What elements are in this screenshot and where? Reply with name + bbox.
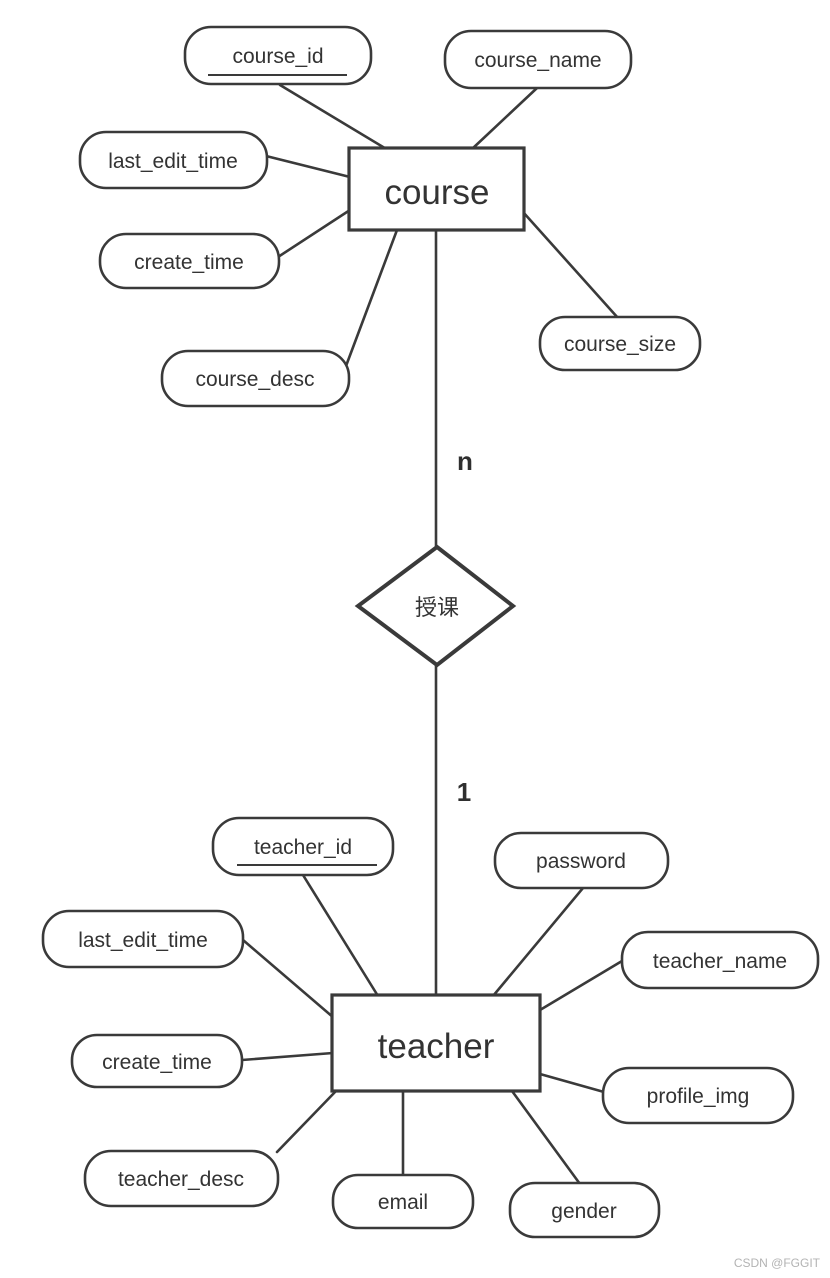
csdn-watermark: CSDN @FGGIT	[734, 1256, 821, 1270]
edge-create-time-teacher	[240, 1051, 335, 1062]
attribute-teacher-create-time-pill	[70, 1033, 244, 1089]
attribute-teacher-create-time-label: create_time	[102, 1051, 212, 1074]
attribute-password-label: password	[536, 850, 626, 873]
attribute-teacher-id-label: teacher_id	[254, 836, 352, 859]
attribute-course-size-pill	[538, 315, 702, 372]
edge-course-desc-course	[344, 228, 399, 368]
edge-teacher-teacher-desc	[275, 1089, 338, 1154]
attribute-course-last-edit-time-pill	[78, 130, 269, 190]
edge-last-edit-time-course	[264, 154, 352, 179]
cardinality-n-label: n	[457, 446, 473, 476]
attribute-course-size-label: course_size	[564, 333, 676, 356]
attribute-course-id-label: course_id	[232, 45, 323, 68]
attribute-teacher-desc-label: teacher_desc	[118, 1168, 244, 1191]
entity-teacher-box	[330, 993, 542, 1093]
attribute-teacher-name-label: teacher_name	[653, 950, 787, 973]
attribute-course-name-label: course_name	[474, 49, 601, 72]
attribute-password-pill	[493, 831, 670, 890]
entity-course-label: course	[384, 173, 489, 212]
attribute-course-last-edit-time-label: last_edit_time	[108, 150, 238, 173]
attribute-course-desc-pill	[160, 349, 351, 408]
attribute-teacher-id-pill	[211, 816, 395, 877]
edge-teacher-gender	[510, 1089, 582, 1186]
edge-teacher-teacher-name	[538, 959, 624, 1012]
cardinality-1-label: 1	[457, 777, 471, 807]
attribute-gender-label: gender	[551, 1200, 616, 1223]
attribute-email-label: email	[378, 1191, 428, 1214]
relationship-diamond	[354, 544, 517, 668]
attribute-teacher-last-edit-time-label: last_edit_time	[78, 929, 208, 952]
attribute-gender-pill	[508, 1181, 661, 1239]
entity-teacher-label: teacher	[378, 1027, 495, 1066]
entity-course-box	[347, 146, 526, 232]
attribute-course-create-time-pill	[98, 232, 281, 290]
attribute-course-id-pill	[183, 25, 373, 86]
edge-teacher-id-teacher	[301, 873, 380, 998]
edge-password-teacher	[491, 886, 585, 998]
attribute-course-create-time-label: create_time	[134, 251, 244, 274]
attribute-profile-img-label: profile_img	[647, 1085, 750, 1108]
edge-last-edit-time-teacher	[241, 938, 336, 1020]
attribute-teacher-name-pill	[620, 930, 820, 990]
relationship-label: 授课	[415, 595, 459, 620]
edge-create-time-course	[276, 208, 352, 259]
edge-course-id-course	[278, 83, 390, 152]
connector-lines	[240, 83, 624, 1186]
attribute-course-desc-label: course_desc	[195, 368, 314, 391]
edge-teacher-profile-img	[538, 1072, 606, 1094]
attribute-profile-img-pill	[601, 1066, 795, 1125]
attribute-teacher-last-edit-time-pill	[41, 909, 245, 969]
attribute-teacher-desc-pill	[83, 1149, 280, 1208]
attribute-course-name-pill	[443, 29, 633, 90]
attribute-email-pill	[331, 1173, 475, 1230]
edge-course-course-size	[521, 210, 620, 320]
edge-course-name-course	[470, 86, 539, 151]
